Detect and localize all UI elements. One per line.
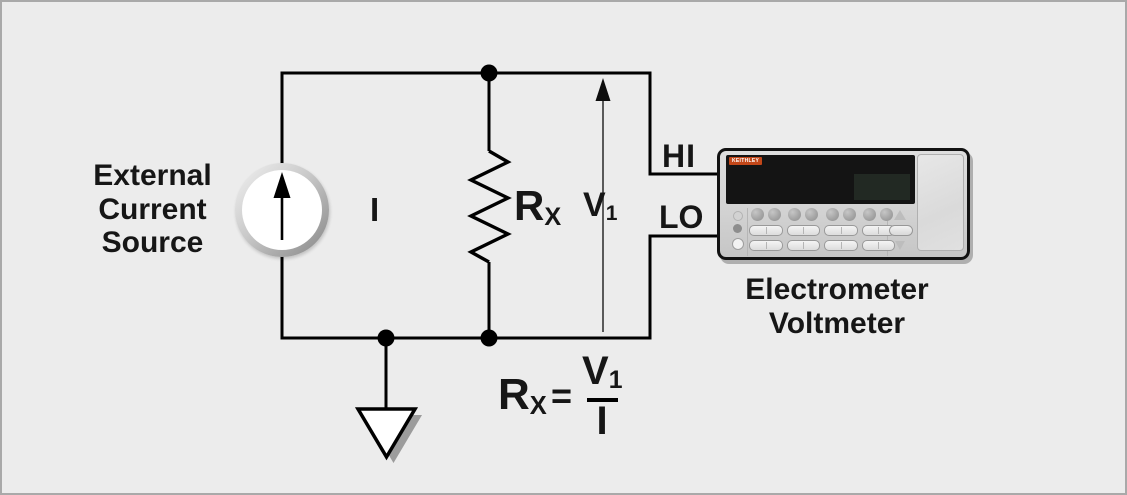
current-symbol: I [370, 191, 380, 228]
formula-equals: = [551, 375, 573, 416]
junction-dot-bottom [480, 329, 498, 347]
meter-knob-row [862, 208, 896, 221]
voltage-symbol: V [583, 186, 606, 224]
resistor-subscript: X [544, 202, 562, 231]
junction-dot-ground [377, 329, 395, 347]
meter-display: KEITHLEY [726, 155, 915, 204]
meter-knob [788, 208, 802, 221]
resistor-icon [467, 149, 512, 264]
meter-knob-row [824, 208, 858, 221]
source-label-line3: Source [101, 226, 204, 259]
formula-fraction: V1 I [582, 351, 622, 443]
formula-numerator-subscript: 1 [608, 367, 623, 395]
meter-knob-row [787, 208, 821, 221]
wire-bottom-lo [280, 234, 721, 340]
meter-knob-row [749, 208, 783, 221]
meter-range-button [889, 225, 913, 236]
formula-fraction-bar [586, 398, 618, 402]
meter-knob [767, 208, 781, 221]
voltage-arrow-icon [595, 78, 611, 101]
meter-button [786, 240, 820, 251]
meter-caption-line2: Voltmeter [768, 307, 906, 340]
terminal-lo-label: LO [659, 199, 704, 235]
formula-numerator-symbol: V [582, 349, 609, 393]
meter-caption: Electrometer Voltmeter [707, 273, 967, 341]
meter-lcd-window [854, 174, 910, 200]
meter-caption-line1: Electrometer [745, 273, 929, 306]
meter-led-middle [733, 224, 742, 233]
terminal-hi-label: HI [662, 138, 696, 174]
meter-down-icon [895, 241, 905, 250]
ground-icon [354, 407, 419, 461]
meter-button [786, 225, 820, 236]
wire-top-hi [280, 71, 721, 176]
meter-button [824, 225, 858, 236]
current-arrow-icon [273, 172, 291, 240]
source-label-line2: Current [98, 192, 207, 226]
meter-led-bottom [732, 238, 744, 250]
meter-seam-left [747, 208, 748, 256]
meter-button [749, 225, 783, 236]
meter-knob [842, 208, 856, 221]
formula-numerator: V1 [582, 351, 622, 397]
meter-button [824, 240, 858, 251]
meter-brand-badge: KEITHLEY [729, 157, 763, 165]
junction-dot-top [480, 64, 498, 82]
meter-button-group [749, 208, 783, 251]
meter-side-panel [917, 154, 964, 251]
current-label: I [370, 191, 379, 229]
meter-knob [880, 208, 894, 221]
voltage-subscript: 1 [605, 201, 618, 225]
formula-lhs-subscript: X [529, 391, 547, 420]
meter-knob [805, 208, 819, 221]
current-source-symbol [235, 163, 329, 257]
meter-button-group [824, 208, 858, 251]
electrometer-device: KEITHLEY [717, 148, 970, 260]
resistor-symbol: R [514, 182, 545, 229]
source-label: External Current Source [70, 159, 235, 260]
meter-knob [825, 208, 839, 221]
formula-lhs-symbol: R [498, 370, 530, 419]
meter-button [861, 240, 895, 251]
meter-knob [863, 208, 877, 221]
meter-button [749, 240, 783, 251]
voltage-label: V1 [583, 186, 617, 225]
meter-led-top [733, 211, 743, 221]
formula-lhs: RX [498, 370, 547, 420]
meter-knob [750, 208, 764, 221]
formula-denominator: I [596, 398, 608, 443]
meter-up-icon [894, 210, 906, 220]
resistor-label: RX [514, 182, 562, 231]
meter-button-groups [749, 208, 895, 251]
meter-button-group [786, 208, 821, 251]
source-label-line1: External [93, 159, 212, 192]
